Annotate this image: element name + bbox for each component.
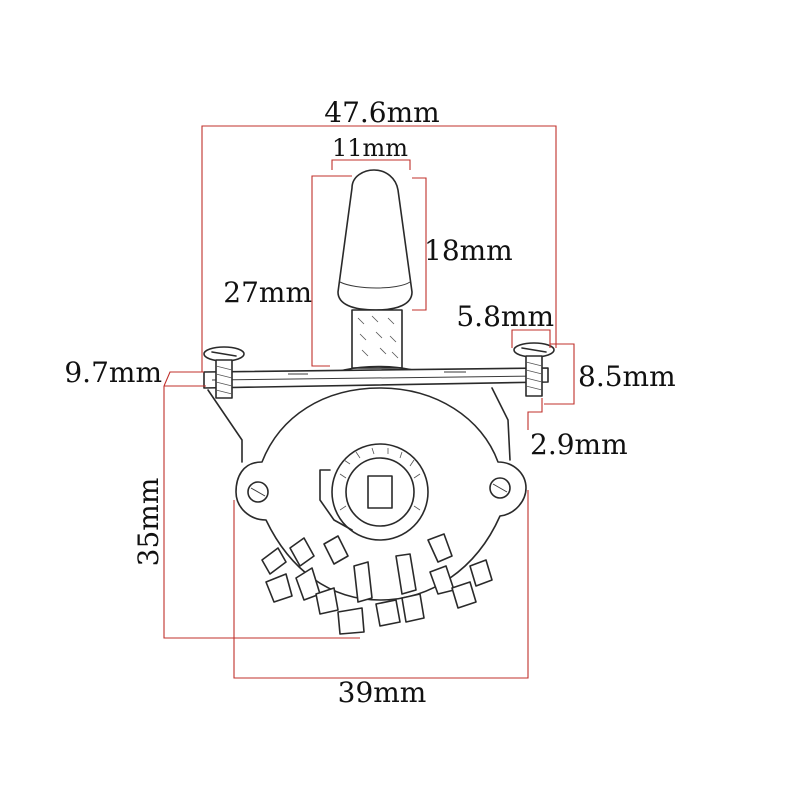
label-lever-height: 27mm xyxy=(223,276,312,309)
switch-illustration xyxy=(203,169,555,635)
right-mounting-screw xyxy=(513,342,555,397)
label-tip-height: 18mm xyxy=(424,234,513,267)
label-screw-height: 8.5mm xyxy=(578,360,676,393)
shaft-texture xyxy=(357,315,399,359)
label-tip-width: 11mm xyxy=(332,134,408,162)
solder-lugs xyxy=(261,533,493,635)
label-overall-width: 47.6mm xyxy=(324,96,439,129)
label-screw-head: 5.8mm xyxy=(456,300,554,333)
dimension-lines xyxy=(163,125,575,679)
label-plate-thickness: 9.7mm xyxy=(64,356,162,389)
label-body-width: 39mm xyxy=(338,676,427,709)
lever-tip xyxy=(337,169,413,311)
dimension-labels: 47.6mm 11mm 18mm 27mm 5.8mm 8.5mm 2.9mm … xyxy=(64,96,675,709)
left-mounting-screw xyxy=(203,346,245,399)
label-screw-shank: 2.9mm xyxy=(530,428,628,461)
lever-shaft xyxy=(351,309,403,369)
rotor-assembly xyxy=(319,443,429,541)
label-body-height: 35mm xyxy=(132,478,165,567)
